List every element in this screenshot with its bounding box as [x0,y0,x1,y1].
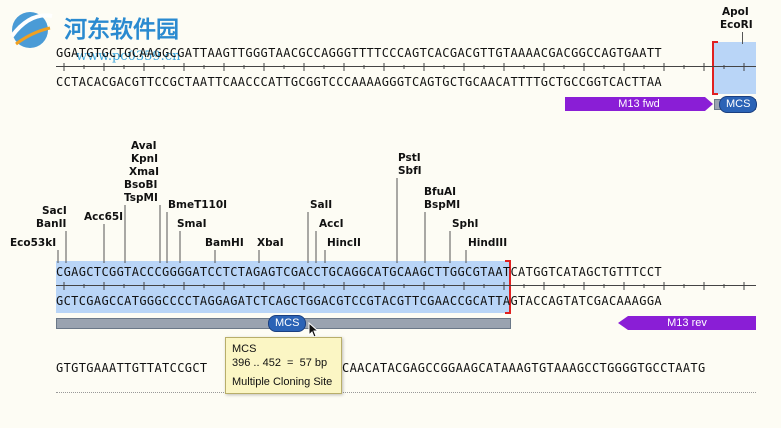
selection-start-bracket [712,41,718,95]
enzyme-avai[interactable]: AvaI [131,140,157,152]
enzyme-sphi[interactable]: SphI [452,218,479,230]
sequence-next-line-partial [56,392,756,395]
sequence-top-strand[interactable]: GGATGTGCTGCAAGGCGATTAAGTTGGGTAACGCCAGGGT… [56,46,662,60]
enzyme-acci[interactable]: AccI [319,218,344,230]
enzyme-hindiii[interactable]: HindIII [468,237,508,249]
enzyme-apoi[interactable]: ApoI [722,6,749,18]
tooltip-title: MCS [232,343,257,355]
enzyme-xmai[interactable]: XmaI [129,166,160,178]
enzyme-sbfi[interactable]: SbfI [398,165,422,177]
feature-m13-fwd-label: M13 fwd [618,98,660,110]
sequence-bottom-strand[interactable]: CCTACACGACGTTCCGCTAATTCAACCCATTGCGGTCCCA… [56,75,662,89]
tooltip-description: Multiple Cloning Site [232,376,333,388]
enzyme-bsobi[interactable]: BsoBI [124,179,158,191]
watermark-title: 河东软件园 [64,16,179,43]
tooltip-range: 396 .. 452 = 57 bp [232,357,328,369]
sequence-top-strand-right[interactable]: CAACATACGAGCCGGAAGCATAAAGTGTAAAGCCTGGGGT… [342,361,706,375]
feature-mcs-label[interactable]: MCS [268,315,307,332]
enzyme-psti[interactable]: PstI [398,152,421,164]
feature-m13-fwd[interactable]: M13 fwd [565,97,713,111]
feature-m13-rev[interactable]: M13 rev [618,316,756,330]
enzyme-banii[interactable]: BanII [36,218,67,230]
watermark-logo-icon [6,6,58,52]
enzyme-saci[interactable]: SacI [42,205,67,217]
selection-highlight [714,42,756,94]
enzyme-ecori[interactable]: EcoRI [720,19,753,31]
enzyme-kpni[interactable]: KpnI [131,153,159,165]
watermark-url: www.pc0359.cn [76,49,181,64]
enzyme-eco53ki[interactable]: Eco53kI [10,237,57,249]
enzyme-bmet110i[interactable]: BmeT110I [168,199,228,211]
sequence-ruler [56,63,756,71]
enzyme-sali[interactable]: SalI [310,199,333,211]
selection-end-bracket [505,260,511,314]
feature-tooltip: MCS 396 .. 452 = 57 bp Multiple Cloning … [225,337,342,394]
enzyme-bamhi[interactable]: BamHI [205,237,244,249]
sequence-ruler [56,282,756,290]
enzyme-xbai[interactable]: XbaI [257,237,284,249]
sequence-bottom-strand[interactable]: GCTCGAGCCATGGGCCCCTAGGAGATCTCAGCTGGACGTC… [56,294,662,308]
enzyme-bspmi[interactable]: BspMI [424,199,461,211]
enzyme-acc65i[interactable]: Acc65I [84,211,124,223]
feature-mcs-label[interactable]: MCS [719,96,758,113]
sequence-top-strand-left[interactable]: GTGTGAAATTGTTATCCGCT [56,361,208,375]
sequence-top-strand[interactable]: CGAGCTCGGTACCCGGGGATCCTCTAGAGTCGACCTGCAG… [56,265,662,279]
enzyme-cut-line [742,32,743,44]
enzyme-tspmi[interactable]: TspMI [124,192,158,204]
mouse-cursor-icon [308,321,320,342]
enzyme-smai[interactable]: SmaI [177,218,207,230]
feature-m13-rev-label: M13 rev [667,317,707,329]
enzyme-hincii[interactable]: HincII [327,237,361,249]
enzyme-bfuai[interactable]: BfuAI [424,186,457,198]
